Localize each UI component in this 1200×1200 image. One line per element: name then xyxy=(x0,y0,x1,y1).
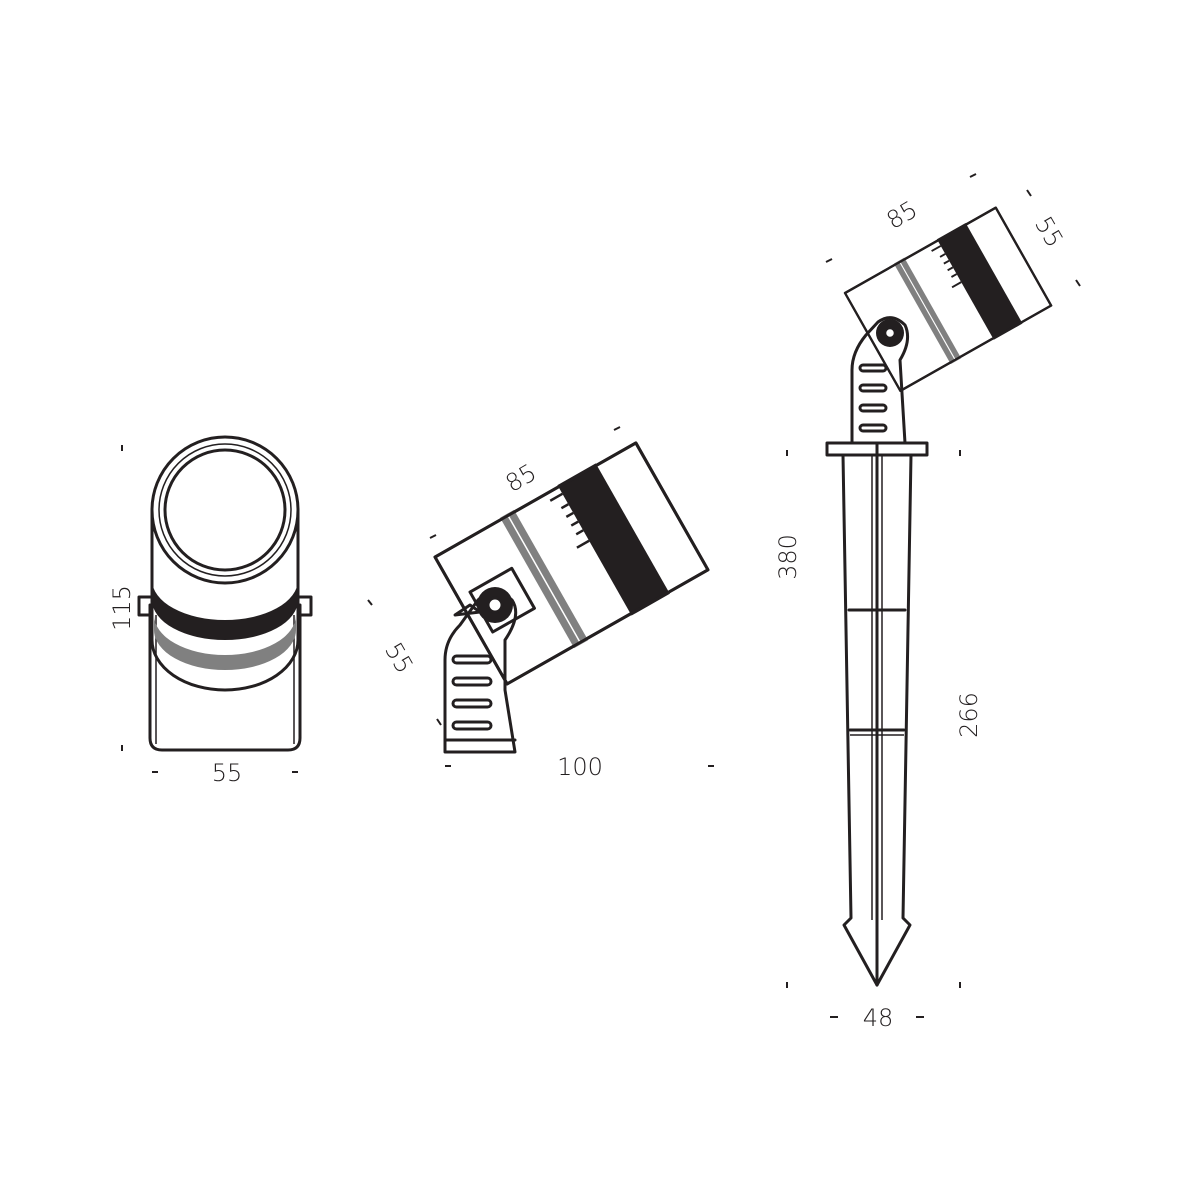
spike-view: 85 55 380 266 48 xyxy=(774,173,1081,1032)
spike-bracket-slots xyxy=(858,363,888,433)
lens-outer xyxy=(150,435,300,585)
u-bracket xyxy=(148,603,302,752)
spike-mount-bracket xyxy=(850,316,910,445)
side-diameter-label: 55 xyxy=(379,638,419,678)
side-view: 85 55 100 xyxy=(367,426,714,781)
ground-spike xyxy=(841,453,913,987)
bracket-slots xyxy=(451,654,493,731)
lamp-body xyxy=(432,439,711,688)
spike-width-label: 48 xyxy=(863,1004,894,1032)
total-height-label: 380 xyxy=(774,534,802,580)
front-view: 115 55 xyxy=(108,435,313,787)
spike-length-label: 85 xyxy=(882,195,922,235)
front-height-label: 115 xyxy=(108,585,136,631)
grey-band xyxy=(154,615,296,670)
side-depth-label: 100 xyxy=(557,753,603,781)
lens xyxy=(163,448,287,572)
spike-height-label: 266 xyxy=(955,692,983,738)
front-width-label: 55 xyxy=(212,759,243,787)
spike-diameter-label: 55 xyxy=(1029,212,1069,252)
side-length-label: 85 xyxy=(501,458,541,498)
front-body xyxy=(150,508,300,692)
dark-band xyxy=(152,580,298,640)
